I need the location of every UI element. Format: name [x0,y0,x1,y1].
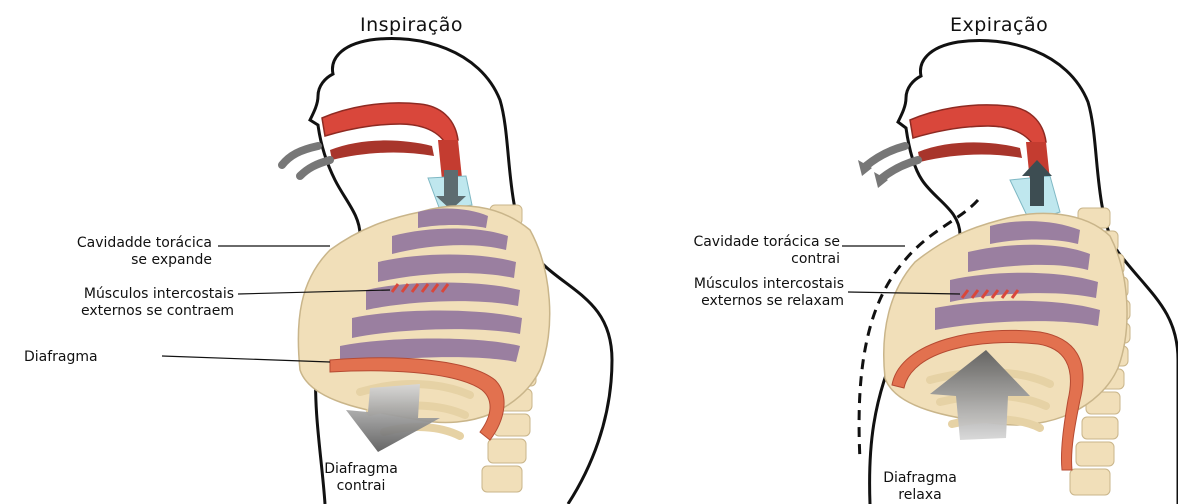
exhale-arrows [858,146,918,188]
expiration-figure [842,40,1178,504]
expiration-diaphragm-action-label: Diafragma relaxa [870,470,970,504]
inspiration-figure [162,38,612,504]
expiration-thorax-label: Cavidade torácica se contrai [600,234,840,268]
inspiration-diaphragm-action-label: Diafragma contrai [306,461,416,495]
expiration-title: Expiração [950,14,1048,36]
inspiration-diaphragm-label: Diafragma [24,349,98,366]
oral-airway [918,142,1022,162]
oral-airway [330,140,434,160]
inspiration-thorax-label: Cavidadde torácica se expande [2,235,212,269]
inspiration-title: Inspiração [360,14,463,36]
inspiration-muscles-label: Músculos intercostais externos se contra… [2,286,234,320]
expiration-muscles-label: Músculos intercostais externos se relaxa… [600,276,844,310]
